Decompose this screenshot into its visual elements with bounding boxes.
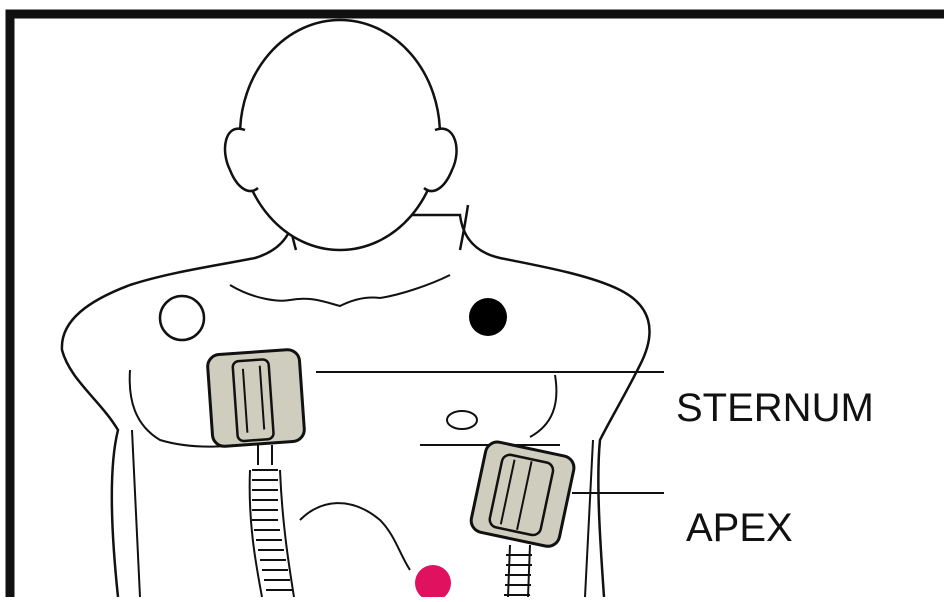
apex-label: APEX [686,506,793,550]
pectoral-lines [130,370,557,447]
filled-electrode [469,298,507,336]
apex-paddle-cable [504,545,532,597]
open-electrode [160,296,204,340]
sternum-label: STERNUM [676,386,874,430]
pink-marker [415,565,451,597]
sternum-paddle [207,349,305,447]
abdomen-contour [300,503,410,570]
torso-outline [62,215,650,597]
clavicle-lines [230,275,450,306]
navel-circle [447,411,477,429]
sternum-paddle-cable [250,445,294,597]
apex-paddle [469,440,576,549]
head-outline [240,20,440,250]
